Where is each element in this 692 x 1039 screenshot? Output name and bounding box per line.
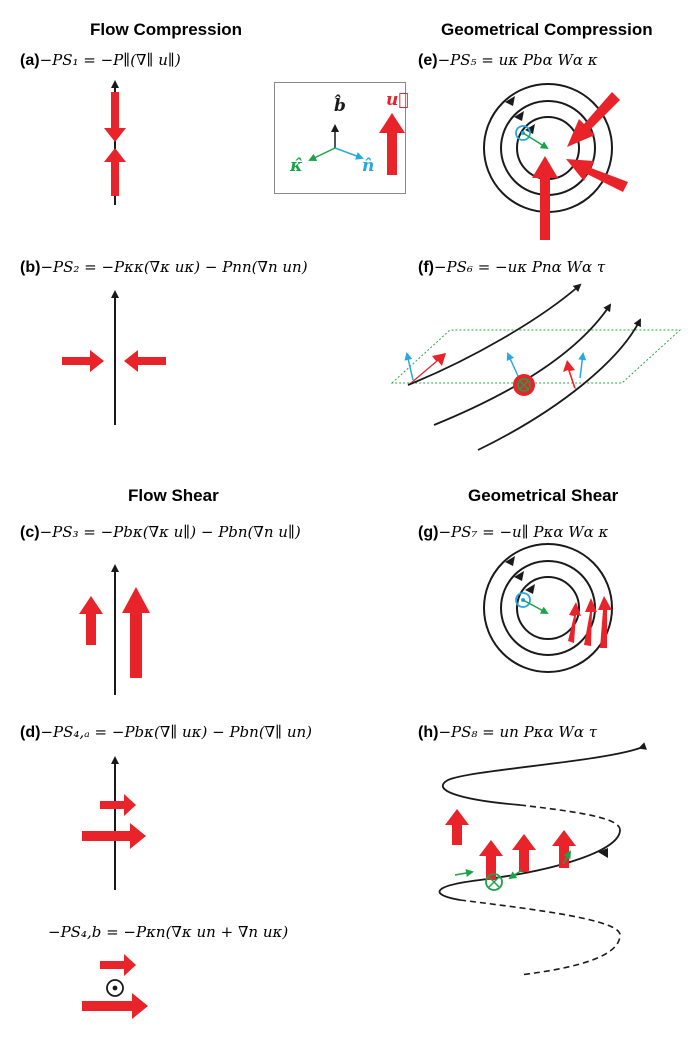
flow-arrow-3 xyxy=(598,596,612,648)
flow-arrow-bottom xyxy=(532,156,558,240)
u-vec-arrow xyxy=(379,113,405,175)
header-geometrical-shear: Geometrical Shear xyxy=(468,486,619,505)
flow-arrow-1 xyxy=(445,809,469,845)
flow-arrow-1 xyxy=(568,602,581,643)
panel-c-diagram xyxy=(79,564,150,695)
flow-arrow-short xyxy=(100,794,136,816)
legend-n-hat: n̂ xyxy=(362,156,375,176)
panel-c-equation: (c)−PS₃ = −Pbκ(∇κ u∥) − Pbn(∇n u∥) xyxy=(20,523,301,541)
legend-kappa-hat: κ̂ xyxy=(290,156,303,176)
flow-arrow-long xyxy=(82,823,146,849)
header-geometrical-compression: Geometrical Compression xyxy=(441,20,653,39)
panel-d2-equation: −PS₄,b = −Pκn(∇κ un + ∇n uκ) xyxy=(48,923,289,941)
panel-e-diagram xyxy=(483,83,628,240)
panel-g-equation: (g)−PS₇ = −u∥ Pκα Wα κ xyxy=(418,523,609,541)
legend-arrows xyxy=(308,113,405,175)
plane xyxy=(390,329,682,384)
flow-arrow-4 xyxy=(552,830,576,868)
panel-d2-diagram xyxy=(82,954,148,1019)
flow-arrow-right xyxy=(566,159,628,192)
header-flow-shear: Flow Shear xyxy=(128,486,219,505)
panel-b-equation: (b)−PS₂ = −Pκκ(∇κ uκ) − Pnn(∇n un) xyxy=(20,258,308,276)
kappa-hat-arrow xyxy=(308,147,336,162)
flow-arrow-down xyxy=(104,92,126,142)
legend-b-hat: b̂ xyxy=(334,96,346,116)
flow-arrow-short xyxy=(100,954,136,976)
panel-a-diagram xyxy=(104,80,126,205)
legend-box xyxy=(274,82,406,194)
flow-arrow-2 xyxy=(479,840,503,880)
flow-arrow-long xyxy=(82,993,148,1019)
field-out-of-page-icon xyxy=(106,979,124,997)
panel-g-diagram xyxy=(483,543,613,673)
panel-h-equation: (h)−PS₈ = un Pκα Wα τ xyxy=(418,723,598,741)
panel-b-diagram xyxy=(62,290,166,425)
flow-arrow-right xyxy=(62,350,104,372)
flow-arrow-up xyxy=(104,148,126,196)
panel-f-equation: (f)−PS₆ = −uκ Pnα Wα τ xyxy=(418,258,606,276)
panel-h-diagram xyxy=(438,742,647,976)
header-flow-compression: Flow Compression xyxy=(90,20,243,39)
panel-d-equation: (d)−PS₄,ₐ = −Pbκ(∇∥ uκ) − Pbn(∇∥ un) xyxy=(20,723,313,741)
legend-u-vec: u⃗ xyxy=(386,90,409,110)
flow-arrow-left xyxy=(124,350,166,372)
flow-arrow-1 xyxy=(410,353,446,383)
panel-d-diagram xyxy=(82,756,146,890)
n-out-icon xyxy=(515,125,531,141)
panel-e-equation: (e)−PS₅ = uκ Pbα Wα κ xyxy=(418,51,598,69)
panel-f-diagram xyxy=(390,283,682,451)
flow-arrow-2 xyxy=(584,598,597,646)
kappa-into-page-icon xyxy=(485,873,503,891)
n-hat-arrow xyxy=(334,147,364,160)
flow-arrow-long xyxy=(122,587,150,678)
flow-arrow-diag xyxy=(567,92,620,147)
flow-arrow-3 xyxy=(563,360,576,389)
flow-arrow-3 xyxy=(512,834,536,872)
panel-a-equation: (a)−PS₁ = −P∥(∇∥ u∥) xyxy=(20,51,181,69)
flow-arrow-short xyxy=(79,596,103,645)
